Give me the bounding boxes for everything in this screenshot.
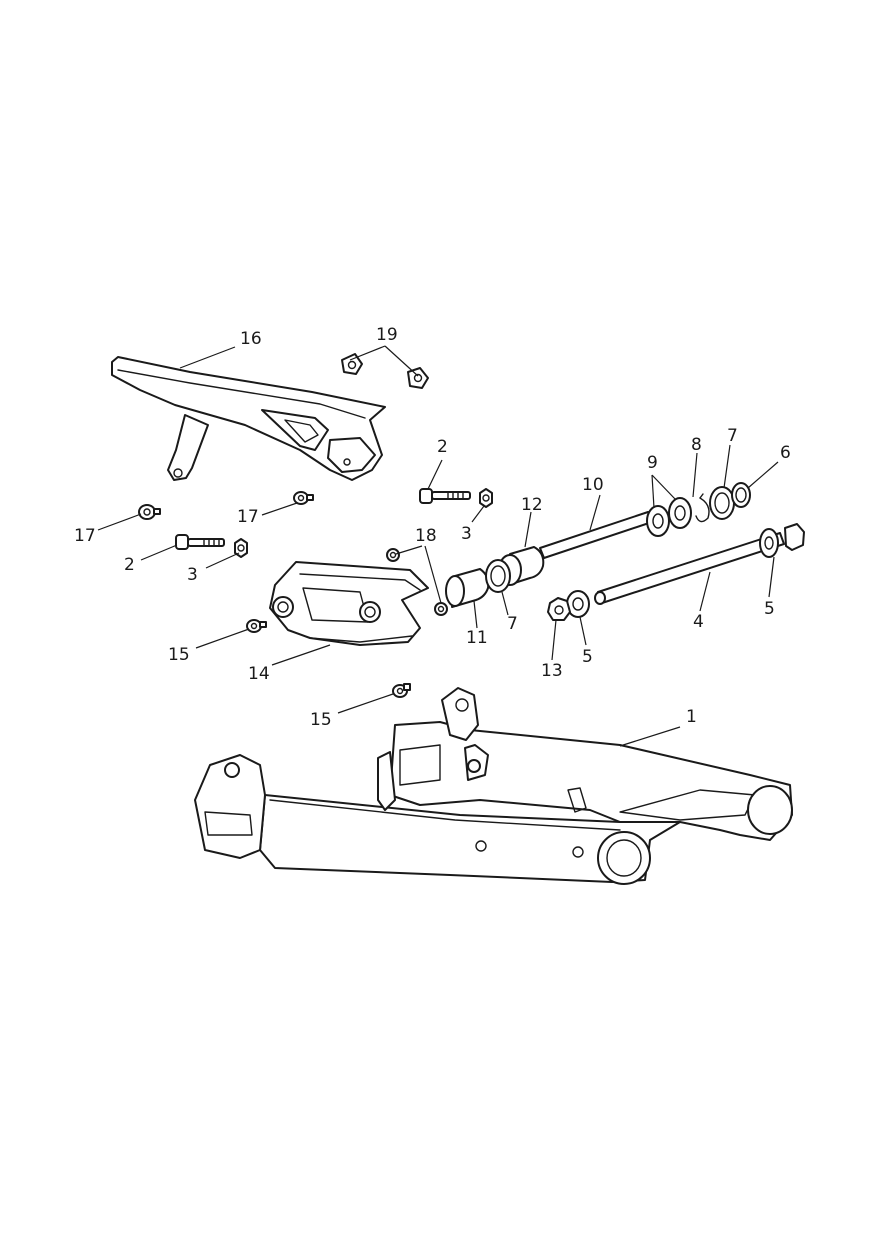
swingarm [194,687,793,885]
chain-guard [111,356,386,481]
bolt-lower [175,534,225,550]
screw-middle [293,491,314,505]
callout-3-lower: 3 [187,565,198,585]
callout-18: 18 [415,526,437,546]
callout-4: 4 [693,612,704,632]
callout-15-lower: 15 [310,710,332,730]
leader-lines [97,345,779,747]
washer-5-right [759,528,779,558]
callout-17-middle: 17 [237,507,259,527]
bolt-upper [419,488,471,504]
bearing-pair [646,497,692,537]
pivot-bolt [594,523,805,605]
callout-5-right: 5 [764,599,775,619]
callout-2-lower: 2 [124,555,135,575]
callout-14: 14 [248,664,270,684]
callout-9: 9 [647,453,658,473]
clip-pair [341,353,429,389]
callout-8: 8 [691,435,702,455]
callout-17-left: 17 [74,526,96,546]
bush-11 [445,568,490,608]
callout-6: 6 [780,443,791,463]
washer-5-left [566,590,590,618]
callout-7-upper: 7 [727,426,738,446]
screw-15-lower [392,683,411,698]
screw-15-upper [246,619,267,633]
callout-19: 19 [376,325,398,345]
callout-2-upper: 2 [437,437,448,457]
callout-labels: 16 19 2 3 17 17 2 3 18 15 14 15 12 10 9 … [74,325,791,730]
pivot-nut [547,597,571,621]
circlip [695,493,710,523]
callout-16: 16 [240,329,262,349]
pivot-spindle [539,511,653,559]
callout-5-left: 5 [582,647,593,667]
callout-13: 13 [541,661,563,681]
washer-7-lower [485,559,511,593]
callout-15-upper: 15 [168,645,190,665]
callout-3-upper: 3 [461,524,472,544]
callout-12: 12 [521,495,543,515]
nut-upper [479,488,493,508]
screw-left [138,504,161,520]
callout-7-lower: 7 [507,614,518,634]
nut-lower [234,538,248,558]
chain-slider [269,561,429,646]
callout-10: 10 [582,475,604,495]
callout-11: 11 [466,628,488,648]
callout-1: 1 [686,707,697,727]
dust-cap [731,482,751,508]
washer-7-upper [709,486,735,520]
